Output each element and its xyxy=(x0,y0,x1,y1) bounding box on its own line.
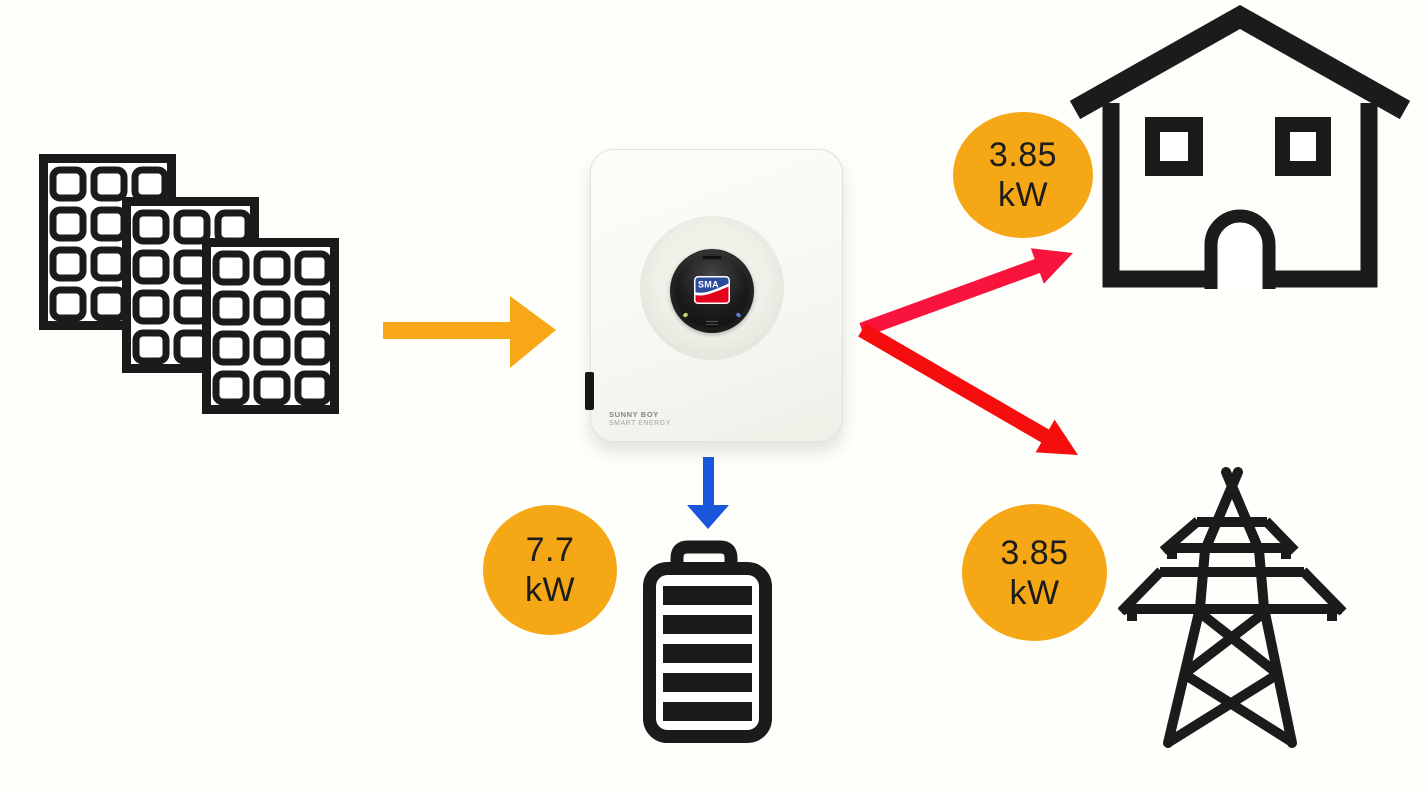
battery-power-value: 7.7 xyxy=(525,531,575,569)
home-power-unit: kW xyxy=(997,176,1049,214)
home-power-value: 3.85 xyxy=(988,136,1058,174)
inverter-model-label: SUNNY BOY SMART ENERGY xyxy=(609,410,671,428)
home-window-left xyxy=(1145,117,1203,176)
dial-notch xyxy=(701,254,723,261)
grid-power-unit: kW xyxy=(1009,573,1060,612)
inverter-side-tab xyxy=(585,372,594,410)
inverter: SMA SUNNY BOY SMART ENERGY xyxy=(585,149,843,442)
grid-tower-icon xyxy=(1118,467,1347,748)
sma-logo: SMA xyxy=(694,276,730,304)
dial-glyphs xyxy=(706,321,718,325)
battery-power-badge: 7.7 kW xyxy=(483,505,617,635)
inverter-to-battery-arrow xyxy=(687,457,729,529)
status-led-right xyxy=(735,311,742,319)
grid-power-badge: 3.85 kW xyxy=(962,504,1107,641)
inverter-model-name: SUNNY BOY xyxy=(609,410,659,419)
solar-array-icon xyxy=(33,146,345,422)
home-window-right xyxy=(1275,117,1331,176)
inverter-to-home-arrow xyxy=(859,248,1073,337)
home-icon xyxy=(1069,5,1411,289)
inverter-dial: SMA xyxy=(670,249,754,333)
ac-output-arrows xyxy=(858,248,1078,455)
pv-to-inverter-arrow xyxy=(383,296,556,368)
battery-power-unit: kW xyxy=(524,571,576,609)
inverter-to-grid-arrow xyxy=(858,323,1078,455)
inverter-dimple: SMA xyxy=(640,216,784,360)
sma-logo-text: SMA xyxy=(698,280,719,290)
grid-power-value: 3.85 xyxy=(1000,533,1069,572)
battery-icon xyxy=(643,540,772,743)
status-led-left xyxy=(682,311,689,319)
home-power-badge: 3.85 kW xyxy=(953,112,1093,238)
inverter-model-sub: SMART ENERGY xyxy=(609,420,671,427)
home-door xyxy=(1204,209,1276,289)
